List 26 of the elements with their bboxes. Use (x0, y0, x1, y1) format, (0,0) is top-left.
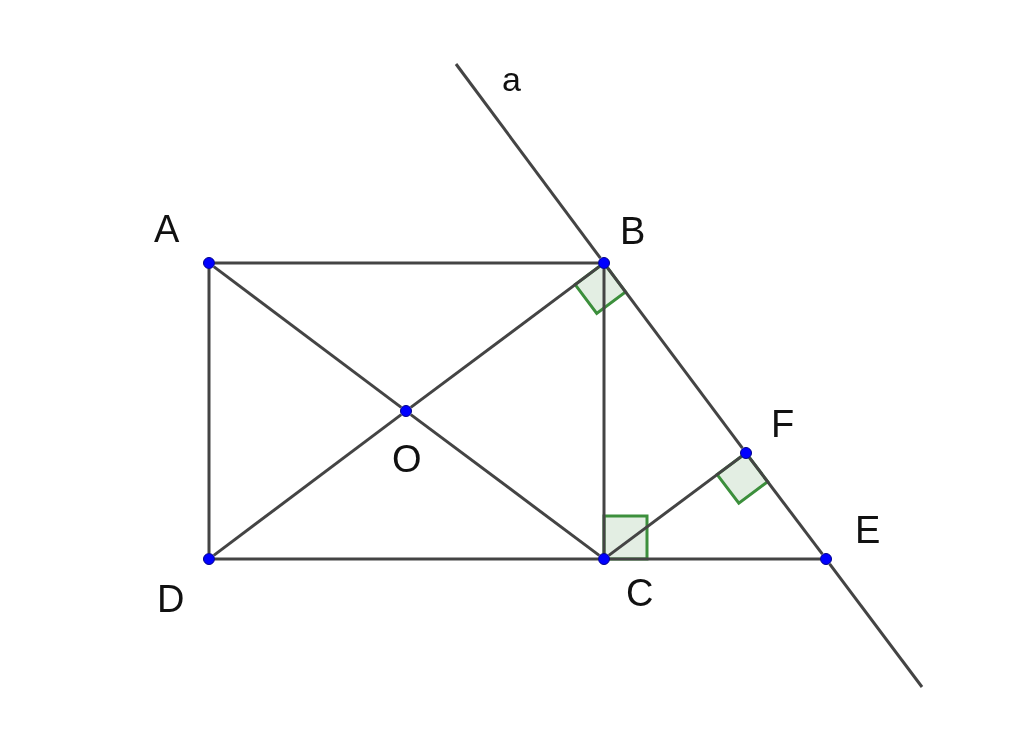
point-label: E (855, 511, 881, 549)
line-segment (207, 269, 211, 553)
line-segment (212, 413, 403, 557)
line-segment (212, 265, 403, 409)
line-segment (607, 455, 743, 557)
line-segment (454, 63, 602, 260)
point-label: C (626, 574, 654, 612)
line-segment (215, 261, 598, 265)
line-segment (215, 557, 598, 561)
point-label: F (771, 405, 795, 443)
line-label: a (502, 62, 521, 96)
point-label: B (620, 212, 646, 250)
point-marker (203, 257, 215, 269)
line-segment (748, 456, 824, 556)
point-label: D (157, 580, 185, 618)
point-label: O (392, 440, 422, 478)
line-segment (602, 269, 606, 553)
point-marker (598, 553, 610, 565)
point-label: A (154, 210, 180, 248)
line-segment (606, 266, 744, 450)
point-marker (820, 553, 832, 565)
line-segment (409, 265, 601, 409)
line-segment (610, 557, 820, 561)
line-segment (409, 413, 601, 557)
point-marker (203, 553, 215, 565)
line-segment (828, 562, 924, 688)
